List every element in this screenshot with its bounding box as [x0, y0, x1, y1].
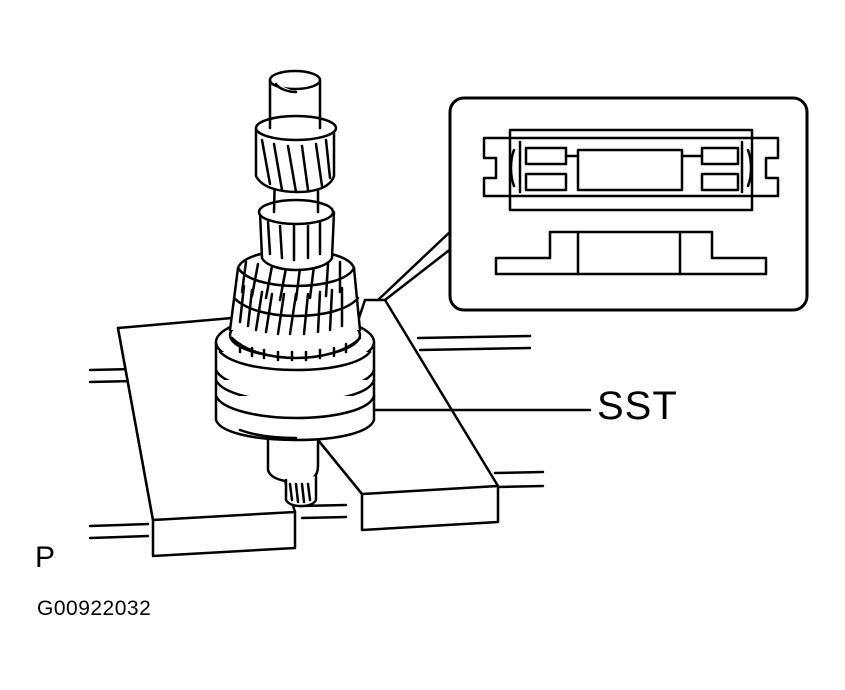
- figure-code: G00922032: [37, 597, 152, 620]
- leader-lines: [373, 228, 592, 412]
- view-marker-label: P: [35, 541, 56, 574]
- detail-inset: [448, 96, 809, 312]
- input-shaft: [254, 69, 338, 272]
- press-rails: [88, 334, 545, 540]
- gear-stack: [228, 248, 362, 362]
- sst-cross-section: [494, 230, 768, 276]
- sst-label: SST: [597, 384, 678, 428]
- bearing-cross-section: [482, 128, 780, 212]
- lower-shaft: [266, 438, 320, 508]
